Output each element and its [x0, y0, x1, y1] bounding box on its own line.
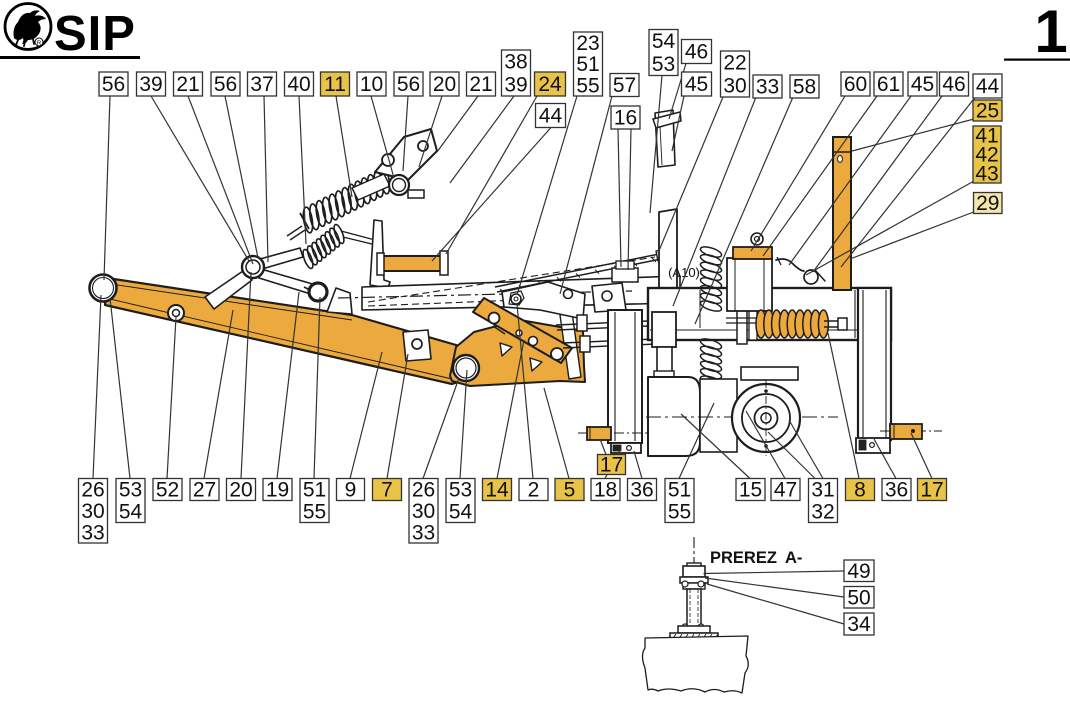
- svg-text:26: 26: [412, 478, 435, 501]
- svg-text:47: 47: [774, 479, 797, 502]
- svg-text:A-: A-: [785, 549, 802, 567]
- svg-text:37: 37: [250, 73, 273, 96]
- svg-text:36: 36: [885, 479, 908, 502]
- svg-text:45: 45: [685, 73, 708, 96]
- svg-text:17: 17: [920, 479, 943, 502]
- svg-text:58: 58: [793, 76, 816, 99]
- svg-text:55: 55: [303, 501, 326, 524]
- svg-text:23: 23: [576, 32, 599, 55]
- svg-text:39: 39: [139, 73, 162, 96]
- svg-text:20: 20: [433, 73, 456, 96]
- svg-text:22: 22: [723, 52, 746, 75]
- svg-text:54: 54: [449, 501, 473, 524]
- svg-text:60: 60: [844, 73, 867, 96]
- svg-text:24: 24: [538, 73, 562, 96]
- svg-text:54: 54: [119, 501, 143, 524]
- svg-text:61: 61: [877, 73, 900, 96]
- svg-text:57: 57: [613, 74, 636, 97]
- svg-text:30: 30: [81, 500, 104, 523]
- svg-text:33: 33: [81, 522, 104, 545]
- svg-text:5: 5: [564, 479, 576, 502]
- svg-text:30: 30: [723, 75, 746, 98]
- svg-text:44: 44: [539, 105, 563, 128]
- svg-text:49: 49: [847, 560, 870, 583]
- svg-text:53: 53: [449, 479, 472, 502]
- svg-text:30: 30: [412, 500, 435, 523]
- svg-text:56: 56: [102, 73, 125, 96]
- svg-text:26: 26: [81, 478, 104, 501]
- svg-text:29: 29: [976, 192, 999, 215]
- svg-text:R: R: [37, 41, 42, 47]
- svg-text:41: 41: [975, 125, 998, 148]
- svg-text:15: 15: [739, 479, 762, 502]
- svg-text:34: 34: [847, 613, 871, 636]
- svg-text:14: 14: [485, 479, 509, 502]
- svg-text:11: 11: [324, 73, 346, 96]
- svg-text:7: 7: [381, 479, 393, 502]
- svg-text:16: 16: [614, 107, 637, 130]
- svg-text:19: 19: [266, 479, 289, 502]
- svg-text:56: 56: [214, 73, 237, 96]
- svg-text:17: 17: [600, 454, 623, 477]
- svg-text:51: 51: [303, 479, 326, 502]
- svg-text:31: 31: [811, 479, 834, 502]
- svg-text:55: 55: [576, 75, 599, 98]
- svg-text:25: 25: [976, 100, 999, 123]
- svg-text:39: 39: [504, 74, 527, 97]
- svg-text:33: 33: [756, 76, 779, 99]
- svg-text:53: 53: [652, 53, 675, 76]
- svg-text:38: 38: [504, 51, 527, 74]
- svg-text:20: 20: [229, 479, 252, 502]
- svg-text:(A10): (A10): [668, 265, 700, 280]
- svg-text:56: 56: [397, 73, 420, 96]
- svg-text:40: 40: [287, 73, 310, 96]
- svg-text:2: 2: [528, 479, 540, 502]
- svg-text:21: 21: [176, 73, 199, 96]
- svg-text:32: 32: [811, 501, 834, 524]
- svg-text:18: 18: [594, 479, 617, 502]
- svg-text:51: 51: [576, 53, 599, 76]
- svg-text:9: 9: [345, 479, 357, 502]
- svg-text:50: 50: [847, 587, 870, 610]
- svg-text:43: 43: [975, 163, 998, 186]
- svg-text:SIP: SIP: [54, 7, 136, 61]
- svg-text:44: 44: [976, 75, 1000, 98]
- svg-text:46: 46: [942, 73, 965, 96]
- svg-text:10: 10: [360, 73, 383, 96]
- svg-text:33: 33: [412, 522, 435, 545]
- svg-text:45: 45: [911, 73, 934, 96]
- svg-text:8: 8: [854, 479, 866, 502]
- svg-text:52: 52: [156, 479, 179, 502]
- svg-text:53: 53: [119, 479, 142, 502]
- svg-text:1: 1: [1034, 0, 1067, 65]
- svg-text:21: 21: [469, 73, 492, 96]
- svg-text:46: 46: [685, 41, 708, 64]
- svg-text:55: 55: [668, 501, 691, 524]
- svg-text:54: 54: [652, 30, 676, 53]
- svg-text:PREREZ: PREREZ: [710, 549, 777, 567]
- svg-text:36: 36: [630, 479, 653, 502]
- svg-text:42: 42: [975, 144, 998, 167]
- svg-text:27: 27: [193, 479, 216, 502]
- svg-text:51: 51: [668, 479, 691, 502]
